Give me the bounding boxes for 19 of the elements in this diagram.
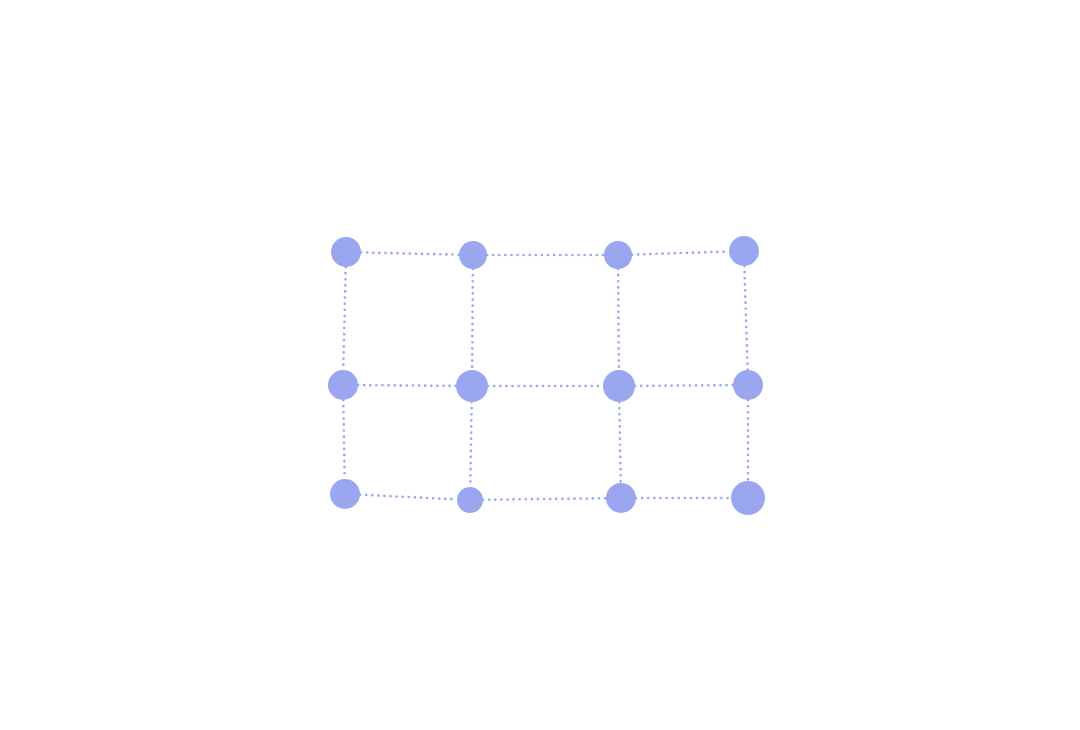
dotted-connector (485, 253, 606, 257)
circle-node (606, 483, 636, 513)
circle-node (733, 370, 763, 400)
dotted-connector (481, 496, 608, 502)
circle-node (331, 237, 361, 267)
circle-node (457, 487, 483, 513)
circle-node (328, 370, 358, 400)
dotted-connector (746, 398, 750, 483)
circle-node (456, 370, 488, 402)
dotted-connector (743, 264, 749, 372)
circle-node (729, 236, 759, 266)
dotted-connector (356, 383, 458, 388)
circle-node (603, 370, 635, 402)
circle-node (330, 479, 360, 509)
dotted-connector (618, 400, 622, 485)
circle-node (459, 241, 487, 269)
dotted-connector (359, 251, 461, 256)
circle-node (731, 481, 765, 515)
circle-node (604, 241, 632, 269)
